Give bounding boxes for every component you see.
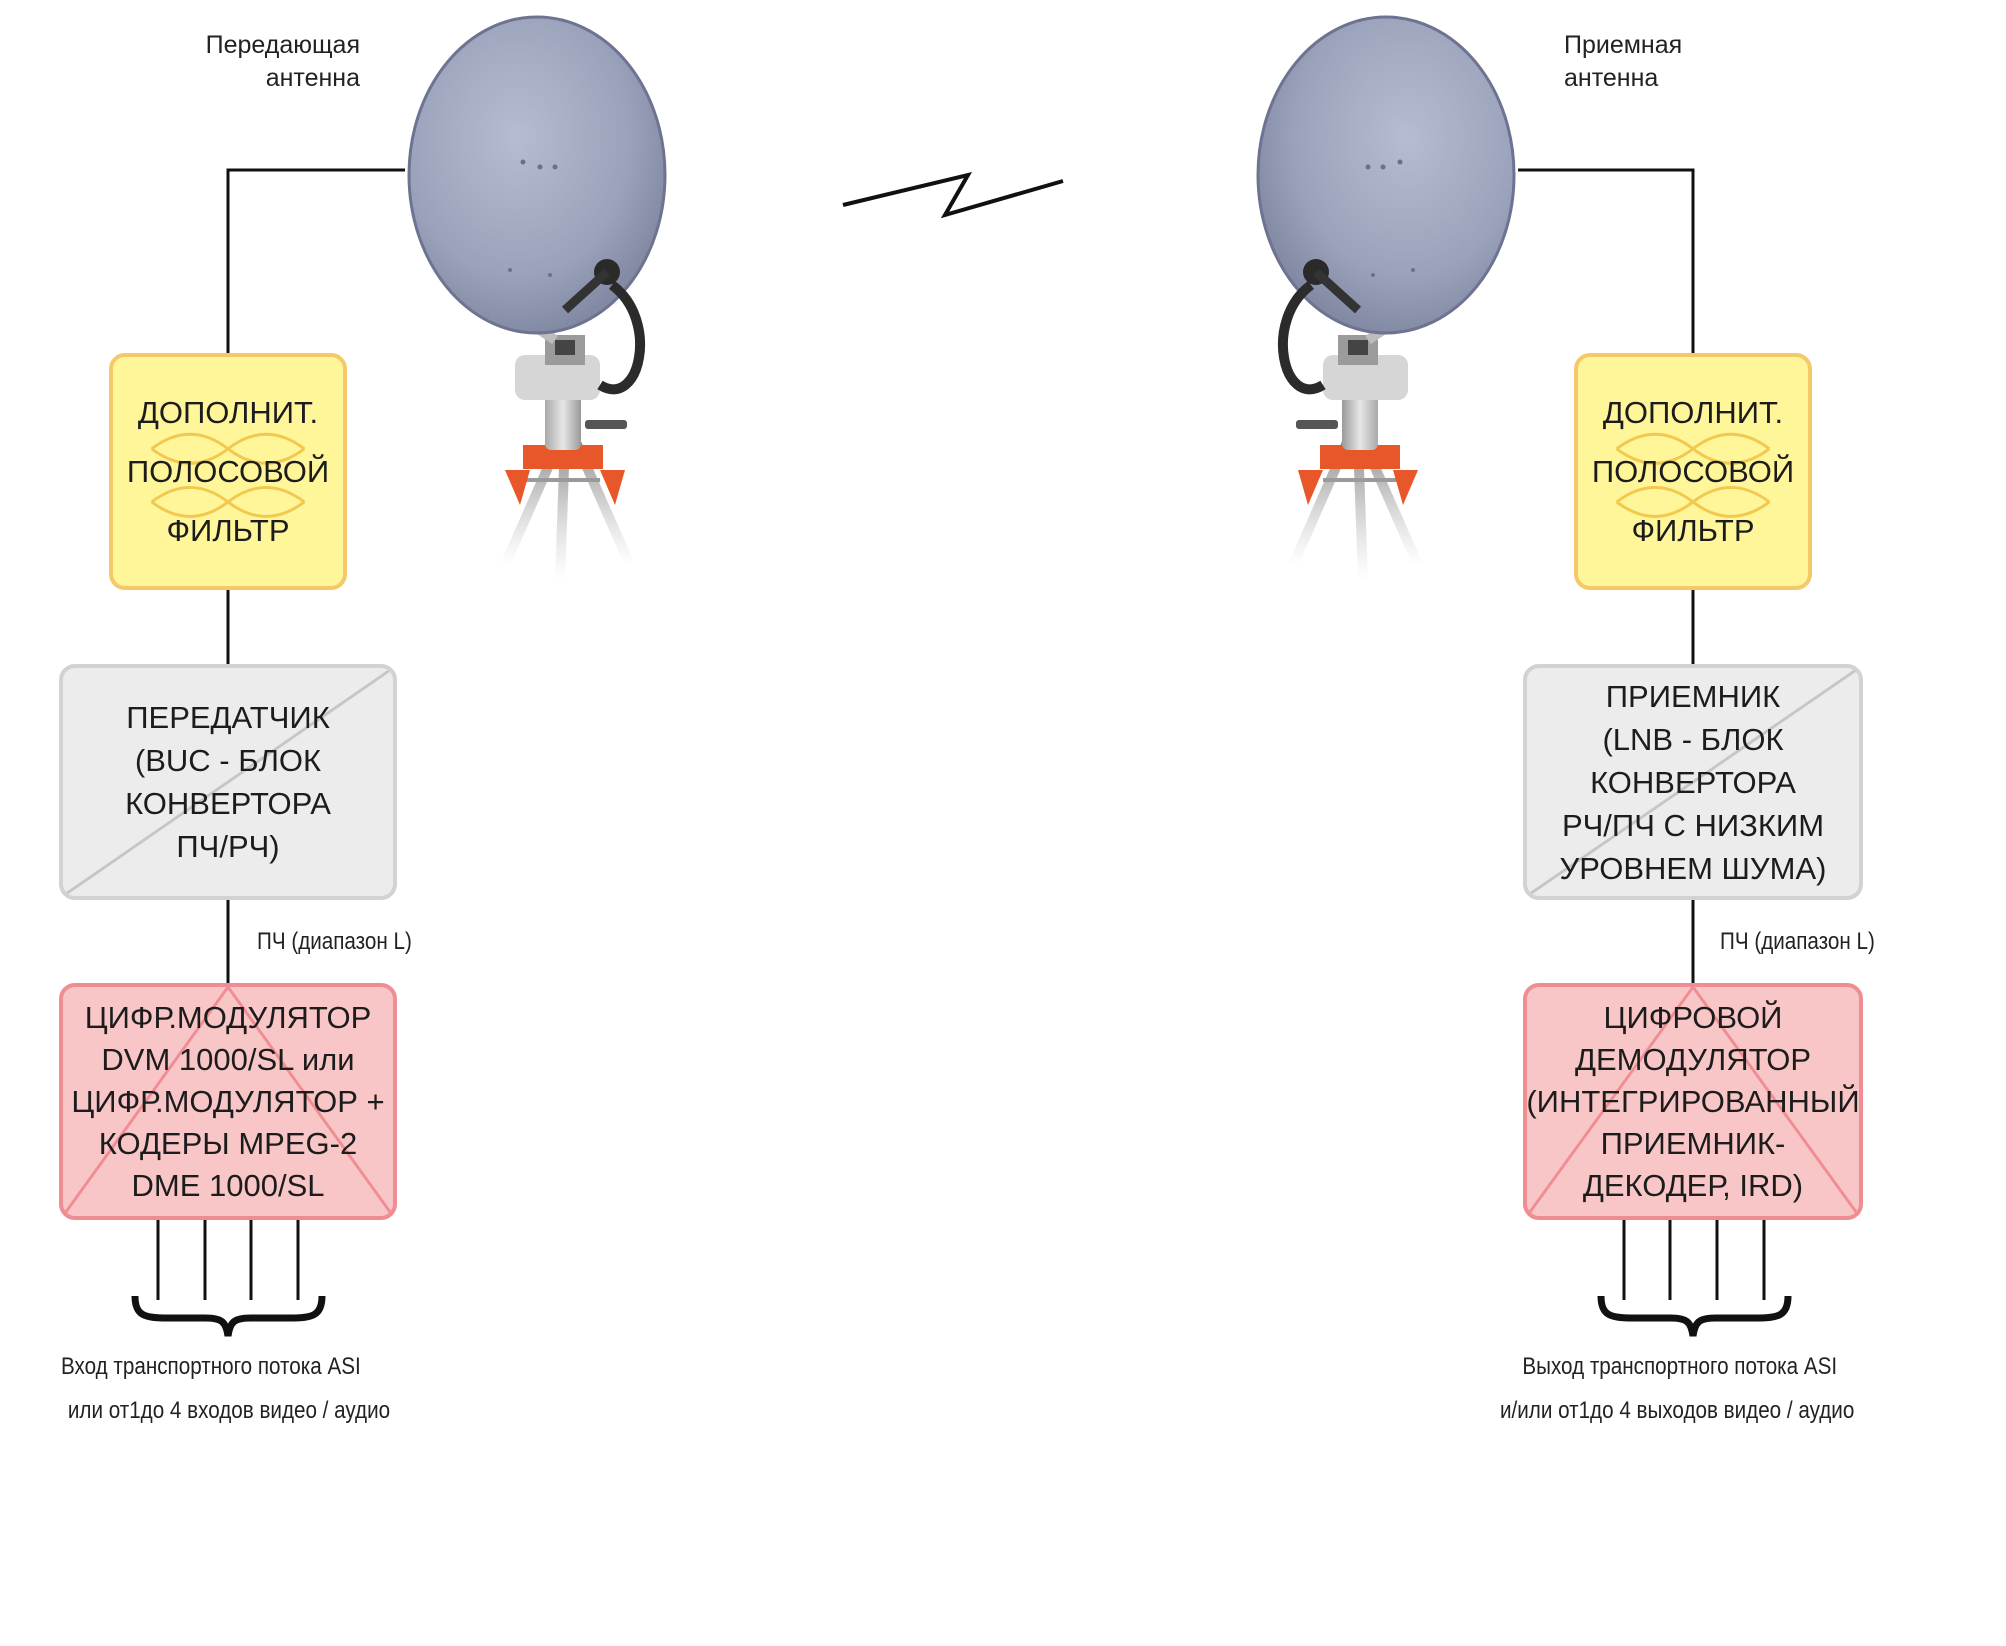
digital-demodulator-block: ЦИФРОВОЙ ДЕМОДУЛЯТОР (ИНТЕГРИРОВАННЫЙ ПР… [1523, 983, 1863, 1220]
modulator-label-line: ЦИФР.МОДУЛЯТОР + [71, 1083, 385, 1119]
receive-antenna-label-line: антенна [1564, 64, 1659, 92]
receiver-lnb-block: ПРИЕМНИК (LNB - БЛОК КОНВЕРТОРА РЧ/ПЧ С … [1523, 664, 1863, 900]
filter-label-line: ДОПОЛНИТ. [137, 395, 319, 430]
transmit-signal-path [156, 168, 405, 1300]
receive-io-caption-line: Выход транспортного потока ASI [1522, 1353, 1838, 1380]
transmitter-label-line: ПЕРЕДАТЧИК [126, 700, 330, 735]
receive-antenna-label: Приемная антенна [1564, 29, 1764, 95]
transmit-if-band-label: ПЧ (диапазон L) [257, 928, 412, 955]
receiver-label-line: (LNB - БЛОК [1602, 721, 1784, 757]
receive-antenna-dish-icon [1256, 15, 1516, 581]
receive-antenna-label-line: Приемная [1564, 31, 1683, 59]
modulator-label-line: DME 1000/SL [131, 1167, 325, 1203]
receiver-label-line: КОНВЕРТОРА [1590, 764, 1796, 800]
receiver-label-line: РЧ/ПЧ С НИЗКИМ [1561, 807, 1825, 843]
receive-bandpass-filter-block: ДОПОЛНИТ. ПОЛОСОВОЙ ФИЛЬТР [1574, 353, 1812, 590]
transmit-brace-icon [131, 1295, 326, 1337]
transmit-io-caption-line: Вход транспортного потока ASI [61, 1353, 361, 1380]
demodulator-label-line: ЦИФРОВОЙ [1603, 999, 1783, 1035]
receive-signal-path [1518, 168, 1766, 1300]
transmitter-buc-block: ПЕРЕДАТЧИК (BUC - БЛОК КОНВЕРТОРА ПЧ/РЧ) [59, 664, 397, 900]
demodulator-label-line: (ИНТЕГРИРОВАННЫЙ [1526, 1083, 1860, 1119]
receive-if-band-label: ПЧ (диапазон L) [1720, 928, 1875, 955]
transmitter-label-line: КОНВЕРТОРА [125, 786, 331, 821]
transmit-io-caption: Вход транспортного потока ASI или от1до … [61, 1345, 390, 1433]
transmit-antenna-label-line: антенна [265, 64, 360, 92]
modulator-triangle-icon [63, 987, 393, 1216]
converter-diagonal-icon [63, 668, 393, 896]
modulator-label-line: КОДЕРЫ MPEG-2 [98, 1125, 358, 1161]
filter-label-line: ПОЛОСОВОЙ [1591, 454, 1795, 489]
transmit-bandpass-filter-block: ДОПОЛНИТ. ПОЛОСОВОЙ ФИЛЬТР [109, 353, 347, 590]
receive-io-caption-line: и/или от1до 4 выходов видео / аудио [1500, 1397, 1855, 1424]
converter-diagonal-icon [1527, 668, 1859, 896]
transmit-antenna-label-line: Передающая [205, 31, 360, 59]
receiver-label-line: УРОВНЕМ ШУМА) [1559, 850, 1827, 886]
demodulator-triangle-icon [1527, 987, 1859, 1216]
bandpass-filter-icon [150, 432, 306, 518]
transmitter-label-line: (BUC - БЛОК [134, 743, 322, 778]
digital-modulator-block: ЦИФР.МОДУЛЯТОР DVM 1000/SL или ЦИФР.МОДУ… [59, 983, 397, 1220]
filter-label-line: ФИЛЬТР [1631, 513, 1755, 548]
filter-label-line: ДОПОЛНИТ. [1602, 395, 1784, 430]
filter-label-line: ПОЛОСОВОЙ [126, 454, 330, 489]
modulator-label-line: ЦИФР.МОДУЛЯТОР [84, 999, 372, 1035]
receive-brace-icon [1597, 1295, 1792, 1337]
transmit-antenna-label: Передающая антенна [170, 29, 360, 95]
receive-io-caption: Выход транспортного потока ASI и/или от1… [1500, 1345, 1854, 1433]
filter-label-line: ФИЛЬТР [166, 513, 290, 548]
bandpass-filter-icon [1615, 432, 1771, 518]
transmit-antenna-dish-icon [407, 15, 667, 581]
demodulator-label-line: ДЕКОДЕР, IRD) [1582, 1167, 1804, 1203]
demodulator-label-line: ДЕМОДУЛЯТОР [1575, 1041, 1811, 1077]
transmitter-label-line: ПЧ/РЧ) [176, 829, 280, 864]
modulator-label-line: DVM 1000/SL или [101, 1041, 355, 1077]
radio-link-icon [842, 171, 1064, 219]
demodulator-label-line: ПРИЕМНИК- [1600, 1125, 1786, 1161]
transmit-io-caption-line: или от1до 4 входов видео / аудио [67, 1397, 391, 1424]
receiver-label-line: ПРИЕМНИК [1605, 678, 1781, 714]
